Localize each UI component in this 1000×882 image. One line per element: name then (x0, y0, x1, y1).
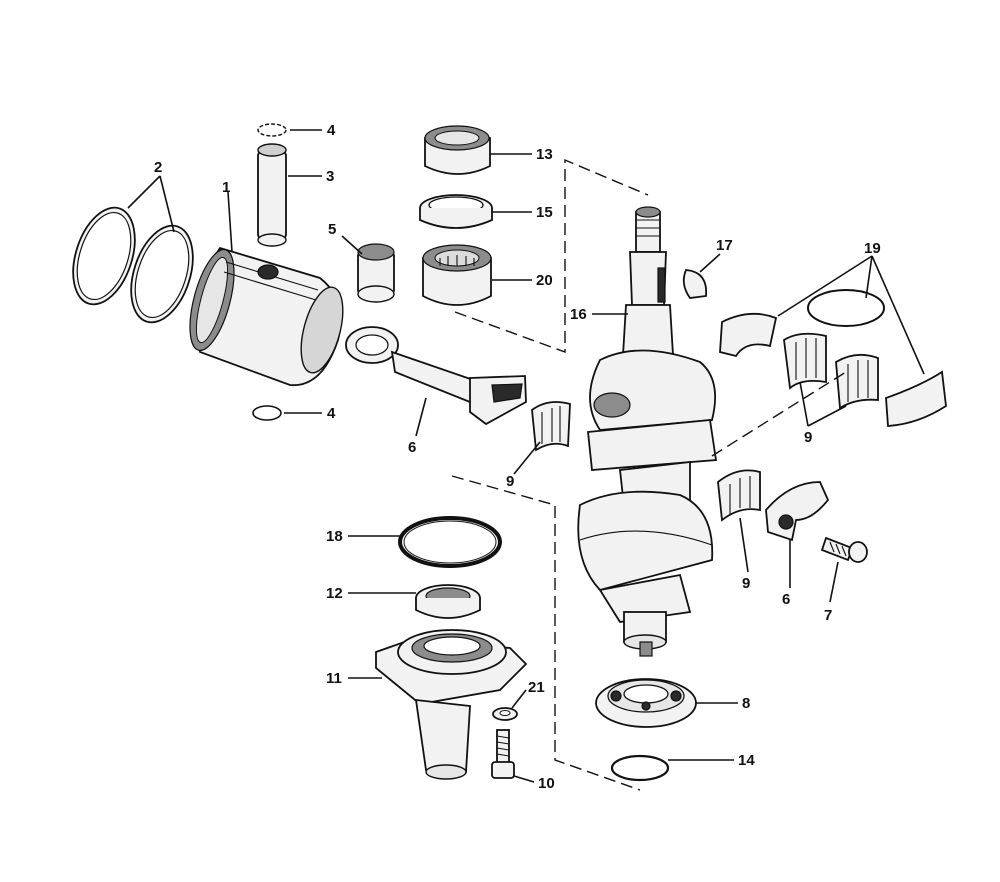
callout-11: 11 (326, 670, 342, 687)
callout-20: 20 (536, 272, 553, 289)
main-needle-bearing-cage-lower (835, 353, 879, 410)
lower-ball-bearing (595, 678, 697, 728)
rod-cap-screw (820, 536, 868, 563)
callout-5: 5 (328, 221, 336, 238)
upper-seal (419, 194, 493, 229)
lower-bearing-housing (375, 629, 528, 780)
piston-ring-upper (72, 206, 136, 306)
callout-2: 2 (154, 159, 162, 176)
callout-3: 3 (326, 168, 334, 185)
housing-screw (491, 729, 515, 779)
piston-pin (257, 143, 287, 247)
center-bearing-retaining-ring (807, 289, 885, 327)
upper-roller-bearing (422, 244, 492, 306)
assembly-guide-lines (451, 158, 847, 791)
crankshaft (577, 206, 718, 657)
rod-needle-bearing-cage-right (717, 469, 761, 522)
piston-pin-retainer-lower (252, 405, 282, 421)
callout-6-cap: 6 (782, 591, 790, 608)
lower-oil-seal (415, 584, 481, 619)
rod-needle-bearing-cage-left (531, 401, 571, 452)
callout-9-rod: 9 (506, 473, 514, 490)
housing-screw-washer (492, 707, 518, 721)
piston (189, 246, 344, 386)
callout-4-lower: 4 (327, 405, 336, 422)
callout-18: 18 (326, 528, 343, 545)
callout-4-upper: 4 (327, 122, 336, 139)
callout-9-cap: 9 (742, 575, 750, 592)
callout-21: 21 (528, 679, 545, 696)
wrist-pin-needle-bearing (357, 243, 395, 303)
callout-6-rod: 6 (408, 439, 416, 456)
leader-lines (127, 129, 925, 783)
callout-7: 7 (824, 607, 832, 624)
callout-15: 15 (536, 204, 553, 221)
upper-bushing (424, 125, 491, 175)
connecting-rod-cap (765, 481, 830, 542)
connecting-rod (345, 326, 527, 426)
center-bearing-half-left (719, 312, 778, 358)
callout-16: 16 (570, 306, 587, 323)
callout-14: 14 (738, 752, 755, 769)
callout-17: 17 (716, 237, 733, 254)
piston-pin-retainer-upper (257, 123, 287, 137)
lower-bearing-housing-o-ring (398, 516, 502, 568)
woodruff-key (682, 269, 708, 299)
center-bearing-half-right (885, 370, 947, 427)
callout-12: 12 (326, 585, 343, 602)
piston-ring-lower (130, 224, 194, 324)
callout-8: 8 (742, 695, 750, 712)
bearing-retaining-ring (610, 754, 670, 782)
callout-13: 13 (536, 146, 553, 163)
main-needle-bearing-cage-upper (783, 332, 827, 390)
callout-1: 1 (222, 179, 230, 196)
callout-19: 19 (864, 240, 881, 257)
callout-9-main: 9 (804, 429, 812, 446)
callout-labels: 1 2 3 4 4 5 6 6 7 8 9 9 9 10 11 12 13 14… (154, 122, 881, 792)
callout-10: 10 (538, 775, 555, 792)
